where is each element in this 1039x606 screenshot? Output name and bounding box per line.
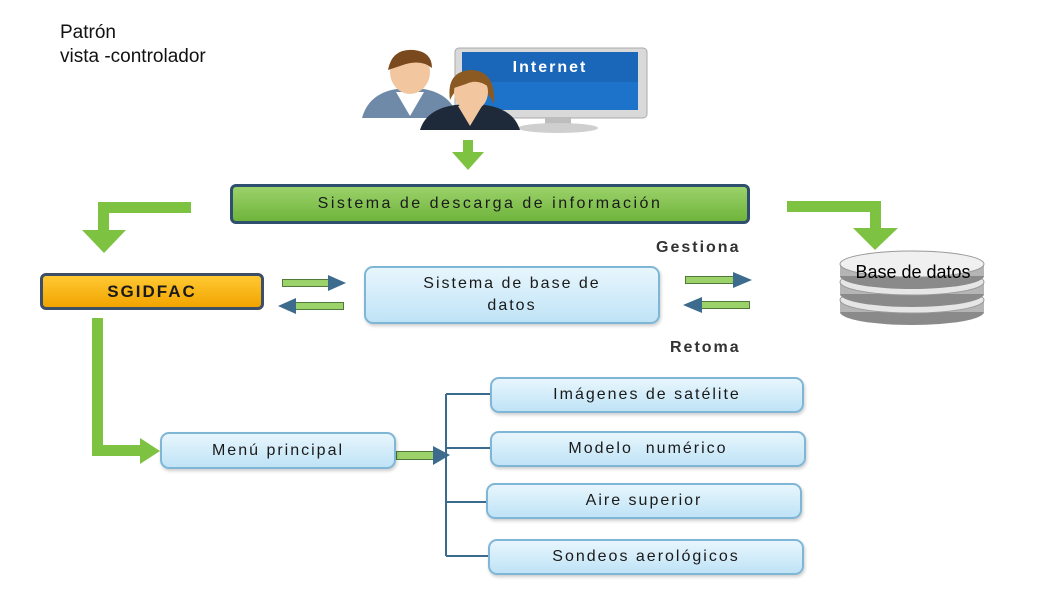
database-icon [839,250,985,325]
gestiona-label: Gestiona [656,239,741,256]
arrow-gestiona [685,272,752,288]
arrow-sgidfac-to-base [282,275,346,291]
retoma-label: Retoma [670,339,741,356]
diagram-title-line1: Patrón [60,22,116,43]
arrow-internet-to-descarga [452,140,484,170]
arrow-menu-to-items [396,446,450,465]
sgidfac-box: SGIDFAC [40,273,264,310]
diagram-title-line2: vista -controlador [60,46,206,67]
internet-users-icon [362,47,648,133]
arrow-retoma [683,297,750,313]
arrow-descarga-to-sgidfac [82,202,191,253]
descarga-system-box: Sistema de descarga de información [230,184,750,224]
arrow-descarga-to-basedatos [787,201,898,250]
arrow-sgidfac-to-menu [92,318,160,464]
database-label: Base de datos [855,262,971,282]
menu-item-modelo: Modelo numérico [490,431,806,467]
arrow-base-to-sgidfac [278,298,344,314]
menu-bracket [445,393,490,557]
base-system-box: Sistema de base de datos [364,266,660,324]
menu-item-imagenes: Imágenes de satélite [490,377,804,413]
menu-principal-box: Menú principal [160,432,396,469]
menu-item-sondeos: Sondeos aerológicos [488,539,804,575]
internet-label: Internet [512,59,588,76]
menu-item-aire: Aire superior [486,483,802,519]
